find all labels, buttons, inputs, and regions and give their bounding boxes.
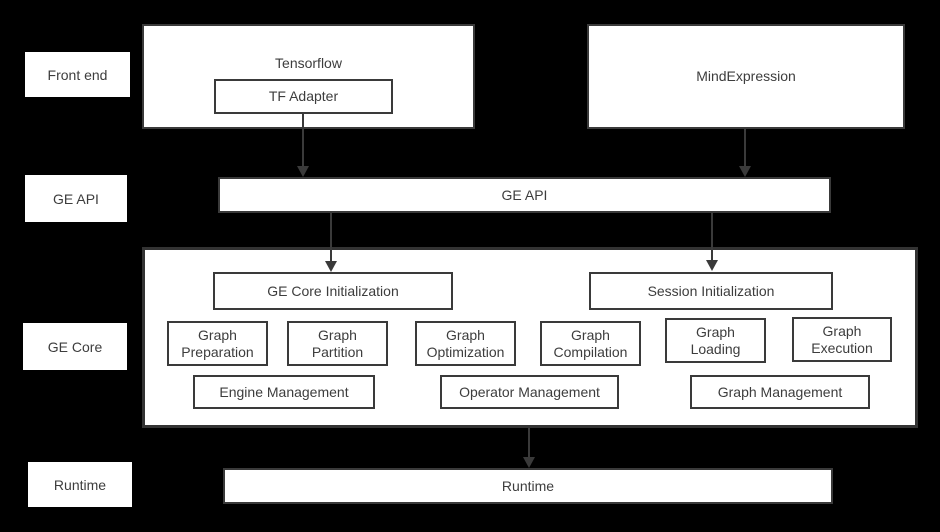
ge-core-initialization-title: GE Core Initialization [267, 282, 399, 299]
layer-label-ge-api-text: GE API [53, 190, 99, 207]
graph-preparation-title: Graph Preparation [181, 327, 253, 361]
graph-partition-line2: Partition [311, 343, 364, 360]
layer-label-ge-core-text: GE Core [47, 338, 103, 355]
layer-label-ge-core: GE Core [23, 323, 127, 370]
graph-compilation-line1: Graph [571, 326, 610, 343]
arrow-down-icon [325, 261, 337, 272]
graph-loading-line2: Loading [690, 340, 741, 357]
arrow-shaft [528, 428, 530, 457]
tensorflow-box-title: Tensorflow [275, 55, 342, 71]
graph-preparation-box: Graph Preparation [167, 321, 268, 366]
layer-label-runtime: Runtime [28, 462, 132, 507]
engine-management-title: Engine Management [219, 383, 349, 400]
graph-execution-line1: Graph [822, 322, 862, 339]
runtime-bar-title: Runtime [501, 477, 555, 494]
layer-label-runtime-text: Runtime [53, 476, 107, 493]
arrow-shaft [711, 213, 713, 260]
graph-management-box: Graph Management [690, 375, 870, 409]
session-initialization-title: Session Initialization [647, 282, 775, 299]
arrow-down-icon [297, 166, 309, 177]
arrow-down-icon [523, 457, 535, 468]
graph-partition-box: Graph Partition [287, 321, 388, 366]
graph-execution-line2: Execution [811, 339, 873, 356]
graph-optimization-line1: Graph [446, 326, 485, 343]
graph-loading-box: Graph Loading [665, 318, 766, 363]
ge-core-initialization-box: GE Core Initialization [213, 272, 453, 310]
mindexpression-box: MindExpression [587, 24, 905, 129]
session-initialization-box: Session Initialization [589, 272, 833, 310]
operator-management-box: Operator Management [440, 375, 619, 409]
arrow-down-icon [739, 166, 751, 177]
graph-compilation-line2: Compilation [553, 343, 628, 360]
graph-optimization-line2: Optimization [426, 343, 505, 360]
graph-preparation-line2: Preparation [181, 343, 254, 360]
tf-adapter-box-title: TF Adapter [268, 88, 339, 104]
arrow-down-icon [706, 260, 718, 271]
graph-compilation-box: Graph Compilation [540, 321, 641, 366]
ge-api-bar: GE API [218, 177, 831, 213]
graph-management-title: Graph Management [717, 383, 843, 400]
layer-label-front-end: Front end [25, 52, 130, 97]
layer-label-front-end-text: Front end [47, 66, 108, 83]
engine-management-box: Engine Management [193, 375, 375, 409]
ge-api-bar-title: GE API [501, 186, 548, 203]
arrow-shaft [744, 129, 746, 167]
graph-optimization-box: Graph Optimization [415, 321, 516, 366]
graph-partition-title: Graph Partition [312, 327, 363, 361]
layer-label-ge-api: GE API [25, 175, 127, 222]
arrow-shaft [330, 213, 332, 261]
graph-execution-title: Graph Execution [811, 323, 872, 357]
graph-execution-box: Graph Execution [792, 317, 892, 362]
mindexpression-box-title: MindExpression [696, 68, 796, 84]
graph-loading-title: Graph Loading [691, 324, 741, 358]
arrow-shaft [302, 114, 304, 167]
graph-loading-line1: Graph [696, 323, 735, 340]
graph-partition-line1: Graph [318, 326, 357, 343]
graph-optimization-title: Graph Optimization [427, 327, 505, 361]
graph-compilation-title: Graph Compilation [554, 327, 628, 361]
operator-management-title: Operator Management [459, 383, 600, 400]
tf-adapter-box: TF Adapter [214, 79, 393, 114]
runtime-bar: Runtime [223, 468, 833, 504]
graph-preparation-line1: Graph [198, 326, 237, 343]
